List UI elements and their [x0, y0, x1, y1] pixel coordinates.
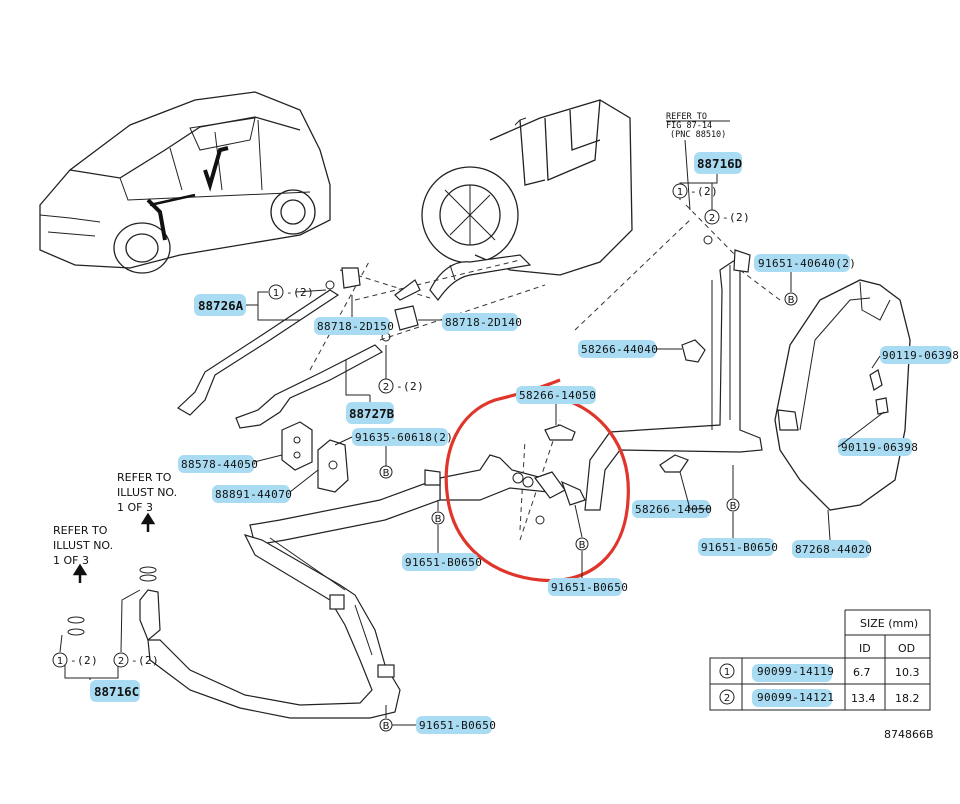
svg-text:1 OF 3: 1 OF 3: [53, 554, 89, 567]
svg-text:B: B: [788, 295, 795, 306]
label-91651-B0650-right: 91651-B0650: [701, 541, 778, 554]
svg-text:1: 1: [724, 667, 730, 678]
part-label-highlights: [90, 152, 952, 734]
svg-text:-(2): -(2): [396, 380, 424, 393]
fitting-cluster: [512, 249, 751, 525]
label-58266-44040: 58266-44040: [581, 343, 658, 356]
svg-text:ILLUST NO.: ILLUST NO.: [53, 539, 113, 552]
label-88726A: 88726A: [198, 298, 244, 313]
svg-text:1: 1: [677, 187, 683, 198]
svg-text:B: B: [383, 468, 390, 479]
red-annotation: [444, 378, 630, 583]
svg-text:2: 2: [118, 656, 124, 667]
label-88727B: 88727B: [349, 406, 395, 421]
label-88578-44050: 88578-44050: [181, 458, 258, 471]
label-90119-06398-a: 90119-06398: [882, 349, 959, 362]
label-91635-60618: 91635-60618(2): [355, 431, 453, 444]
svg-text:SIZE (mm): SIZE (mm): [860, 617, 918, 630]
svg-text:2: 2: [724, 693, 730, 704]
label-58266-14050-right: 58266-14050: [635, 503, 712, 516]
svg-text:1: 1: [57, 656, 63, 667]
refer-note-illust-lower: REFER TO ILLUST NO. 1 OF 3: [53, 524, 113, 583]
vehicle-illustration: [39, 91, 331, 274]
svg-text:REFER TO: REFER TO: [117, 471, 172, 484]
label-91651-B0650-center: 91651-B0650: [551, 581, 628, 594]
svg-text:13.4: 13.4: [851, 692, 876, 705]
callouts: 1 -(2) 2 -(2) B B B B B B 1 -(2): [52, 174, 885, 732]
table-part-2: 90099-14121: [757, 691, 834, 704]
svg-text:2: 2: [709, 213, 715, 224]
part-labels: 88716D 91651-40640(2) 58266-44040 90119-…: [94, 156, 959, 732]
table-part-1: 90099-14119: [757, 665, 834, 678]
label-88716C: 88716C: [94, 684, 139, 699]
svg-text:FIG 87-14: FIG 87-14: [666, 121, 712, 131]
label-88718-2D140: 88718-2D140: [445, 316, 522, 329]
label-58266-14050-top: 58266-14050: [519, 389, 596, 402]
label-91651-40640: 91651-40640(2): [758, 257, 856, 270]
size-table: SIZE (mm) ID OD 1 90099-14119 6.7 10.3 2…: [709, 609, 931, 711]
svg-text:-(2): -(2): [131, 654, 159, 667]
svg-text:OD: OD: [898, 642, 915, 655]
svg-text:-(2): -(2): [286, 286, 314, 299]
svg-text:B: B: [383, 721, 390, 732]
label-90119-06398-b: 90119-06398: [841, 441, 918, 454]
label-91651-B0650-left: 91651-B0650: [405, 556, 482, 569]
svg-text:B: B: [435, 514, 442, 525]
svg-text:B: B: [579, 540, 586, 551]
svg-text:ID: ID: [859, 642, 871, 655]
svg-text:1: 1: [273, 288, 279, 299]
svg-text:REFER TO: REFER TO: [666, 112, 707, 122]
svg-text:-(2): -(2): [722, 211, 750, 224]
svg-text:B: B: [730, 501, 737, 512]
svg-text:6.7: 6.7: [853, 666, 871, 679]
svg-text:-(2): -(2): [70, 654, 98, 667]
refer-note-illust-upper: REFER TO ILLUST NO. 1 OF 3: [117, 471, 177, 532]
svg-text:REFER TO: REFER TO: [53, 524, 108, 537]
label-91651-B0650-bottom: 91651-B0650: [419, 719, 496, 732]
label-87268-44020: 87268-44020: [795, 543, 872, 556]
svg-text:18.2: 18.2: [895, 692, 920, 705]
rear-duct-cover: [774, 279, 911, 541]
svg-text:-(2): -(2): [690, 185, 718, 198]
figure-code: 874866B: [884, 728, 934, 741]
label-88718-2D150: 88718-2D150: [317, 320, 394, 333]
heater-unit-illustration: [421, 99, 633, 302]
svg-text:(PNC 88510): (PNC 88510): [670, 130, 726, 140]
svg-text:ILLUST NO.: ILLUST NO.: [117, 486, 177, 499]
svg-text:10.3: 10.3: [895, 666, 920, 679]
refer-note-fig: REFER TO FIG 87-14 (PNC 88510): [666, 112, 730, 140]
label-88891-44070: 88891-44070: [215, 488, 292, 501]
label-88716D: 88716D: [697, 156, 742, 171]
svg-text:2: 2: [383, 382, 389, 393]
svg-text:1 OF 3: 1 OF 3: [117, 501, 153, 514]
pipe-assembly-rear: [139, 259, 763, 719]
